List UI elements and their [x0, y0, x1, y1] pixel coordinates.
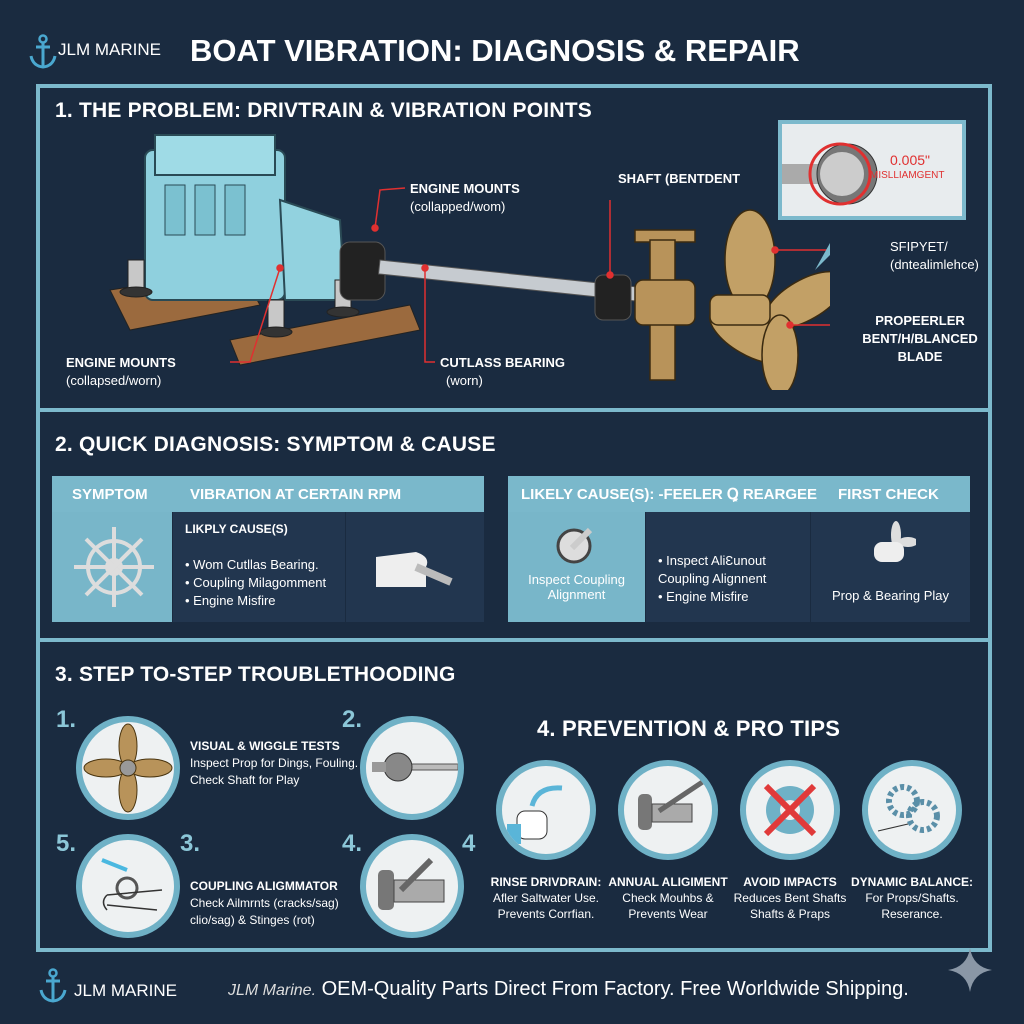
tip-rinse-circle — [496, 760, 596, 860]
symptom-icon-cell — [52, 512, 172, 622]
tip-balance-circle — [862, 760, 962, 860]
step-number: 1. — [56, 706, 77, 733]
coupling-closeup-icon — [782, 142, 878, 206]
footer-brand: JLM MARINE — [74, 981, 177, 1000]
label-cutlass-bearing: CUTLASS BEARING(worn) — [440, 355, 565, 388]
section-3-heading: 3. STEP TO-STEP TROUBLETHOODING — [55, 663, 456, 686]
step-number: 2. — [342, 706, 363, 733]
section-divider — [36, 638, 992, 642]
anchor-logo-icon — [39, 968, 67, 1003]
sparkle-icon — [948, 948, 992, 992]
step-number: 3. — [180, 830, 201, 857]
symptom-table: SYMPTOM VIBRATION AT CERTAIN RPM LIKPLY C… — [52, 476, 484, 622]
cause-item: • Engine Misfire — [658, 589, 749, 604]
step-number: 4 — [462, 830, 476, 857]
hose-hand-icon — [507, 785, 563, 844]
wrench-coupling-icon — [638, 778, 706, 830]
cause-item: • Coupling Milagomment — [185, 575, 327, 590]
cause-check-table: LIKELY CAUSE(S): -FEELER Ꝗ REARGEE FIRST … — [508, 476, 970, 622]
hand-wrench-icon — [376, 552, 453, 587]
brand-name: JLM MARINE — [58, 40, 161, 59]
drivetrain-illustration — [109, 134, 830, 390]
table-header: SYMPTOM VIBRATION AT CERTAIN RPM — [52, 476, 484, 512]
cutlass-bearing — [594, 274, 632, 321]
inset-text: MISLLIAMGENT — [870, 170, 945, 181]
step-1-propeller-circle — [76, 716, 180, 820]
cause-item: • Wom Cutllas Bearing. — [185, 557, 319, 572]
footer-tagline: JLM Marine. OEM-Quality Parts Direct Fro… — [228, 978, 909, 1000]
label-shaft-right: SFIPYET/(dntealimlehce) — [890, 239, 979, 272]
helm-wheel-icon — [74, 527, 154, 607]
inspect-coupling-cell: Inspect Coupling Alignment — [508, 512, 645, 622]
label-engine-mounts-bottom: ENGINE MOUNTS(collapsed/worn) — [66, 355, 176, 388]
section-divider — [36, 408, 992, 412]
table-header: LIKELY CAUSE(S): -FEELER Ꝗ REARGEE FIRST … — [508, 476, 970, 512]
header-symptom: SYMPTOM — [72, 485, 148, 503]
callout-lines — [230, 187, 830, 363]
misalignment-inset: 0.005" MISLLIAMGENT — [778, 120, 966, 220]
propeller-hand-icon — [874, 521, 916, 562]
coupling — [339, 241, 386, 301]
prohibited-x-icon — [763, 783, 817, 837]
header-first-check: FIRST CHECK — [838, 485, 939, 503]
cause-item: • Engine Misfire — [185, 593, 276, 608]
section-1-heading: 1. THE PROBLEM: DRIVTRAIN & VIBRATION PO… — [55, 99, 592, 122]
gauge-icon — [556, 527, 593, 564]
label-engine-mounts-top: ENGINE MOUNTS(collapped/wom) — [410, 181, 520, 214]
cause-item: • Inspect AliƐunout Coupling Alignnent — [658, 553, 767, 586]
wrench-coupling-icon — [378, 857, 445, 910]
step-3-hand-circle — [76, 834, 180, 938]
engine-block — [144, 134, 347, 301]
wrench-cell — [345, 512, 484, 622]
shaft-coupling-icon — [372, 752, 458, 782]
inset-pointer — [815, 243, 830, 270]
section-4-heading: 4. PREVENTION & PRO TIPS — [537, 716, 841, 741]
causes-cell: LIKPLY CAUSE(S) • Wom Cutllas Bearing. •… — [172, 512, 345, 622]
gears-icon — [877, 784, 940, 833]
propeller-icon — [83, 723, 173, 813]
tip-balance: DYNAMIC BALANCE:For Props/Shafts.Reseran… — [851, 875, 973, 921]
header-vibration: VIBRATION AT CERTAIN RPM — [190, 485, 402, 503]
section-2-heading: 2. QUICK DIAGNOSIS: SYMPTOM & CAUSE — [55, 433, 496, 456]
hand-rinse-icon — [101, 858, 163, 911]
step-4-wrench-circle — [360, 834, 464, 938]
step-2-shaft-circle — [360, 716, 464, 820]
first-check-cell: Prop & Bearing Play — [810, 512, 970, 622]
causes-title: LIKPLY CAUSE(S) — [185, 522, 288, 536]
causes-cell: • Inspect AliƐunout Coupling Alignnent •… — [645, 512, 810, 622]
step-number: 4. — [342, 830, 363, 857]
inset-value: 0.005" — [890, 152, 931, 168]
strut — [634, 229, 696, 381]
step-number: 5. — [56, 830, 77, 857]
anchor-logo-icon — [29, 34, 57, 69]
tip-alignment-circle — [618, 760, 718, 860]
label-shaft: SHAFT (BENTDENT — [618, 171, 741, 186]
content-frame — [36, 84, 992, 952]
propeller — [709, 209, 830, 390]
tip-rinse: RINSE DRIVDRAIN:Afler Saltwater Use.Prev… — [490, 875, 602, 921]
header-likely-cause: LIKELY CAUSE(S): -FEELER Ꝗ REARGEE — [521, 486, 818, 503]
tip-impacts-circle — [740, 760, 840, 860]
page-title: BOAT VIBRATION: DIAGNOSIS & REPAIR — [190, 33, 800, 68]
